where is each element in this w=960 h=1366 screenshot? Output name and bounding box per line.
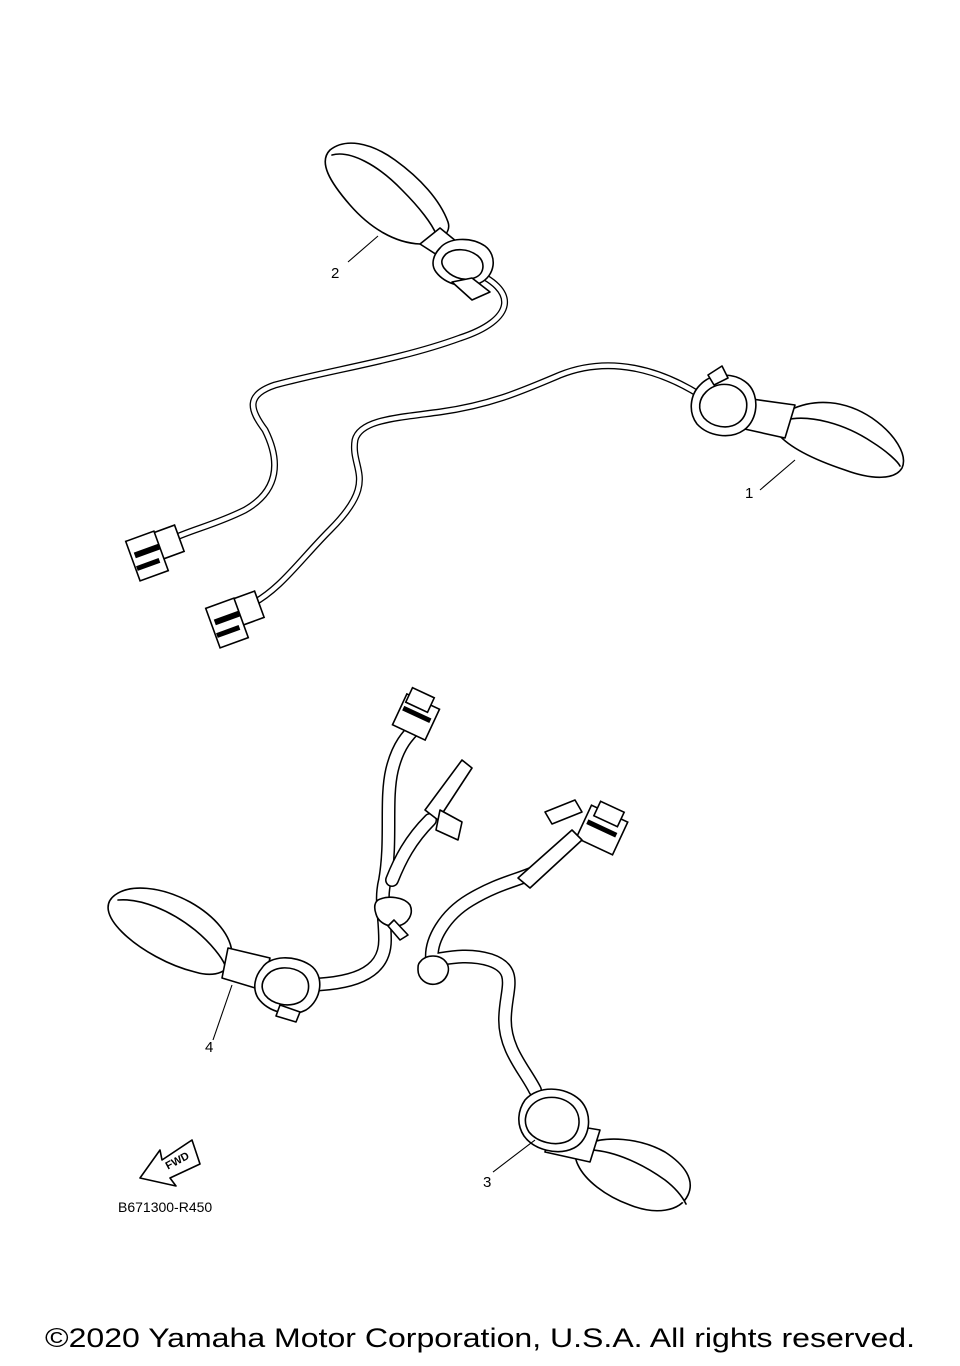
callout-part-2: 2: [331, 265, 339, 282]
reference-code: B671300-R450: [118, 1199, 212, 1215]
turn-signal-lamp-part-4: [107, 887, 321, 1023]
wire-part-2: [166, 266, 508, 544]
turn-signal-lamp-part-3: [518, 1088, 691, 1212]
connector-lower-right: [517, 799, 629, 889]
forward-arrow-icon: FWD: [139, 1139, 201, 1187]
turn-signal-lamp-part-2: [324, 142, 494, 301]
harness-part-3: [424, 863, 547, 1097]
callout-part-4: 4: [205, 1039, 213, 1056]
turn-signal-lamp-part-1: [690, 365, 905, 479]
callout-part-1: 1: [745, 485, 753, 502]
leader-line-part-3: [492, 1139, 536, 1173]
leader-line-part-1: [759, 459, 796, 491]
leader-line-part-2: [347, 235, 379, 263]
grommet-part-3: [417, 955, 450, 986]
harness-part-4-branch: [385, 813, 437, 887]
connector-upper-a: [124, 524, 186, 582]
copyright-notice: ©2020 Yamaha Motor Corporation, U.S.A. A…: [45, 1323, 915, 1353]
connector-lower-left: [391, 686, 441, 742]
harness-part-4: [293, 718, 425, 992]
leader-line-part-4: [212, 984, 233, 1041]
callout-part-3: 3: [483, 1174, 491, 1191]
wire-part-1: [246, 362, 704, 609]
connector-upper-b: [204, 590, 266, 649]
mounting-clip-part-4: [373, 759, 473, 941]
